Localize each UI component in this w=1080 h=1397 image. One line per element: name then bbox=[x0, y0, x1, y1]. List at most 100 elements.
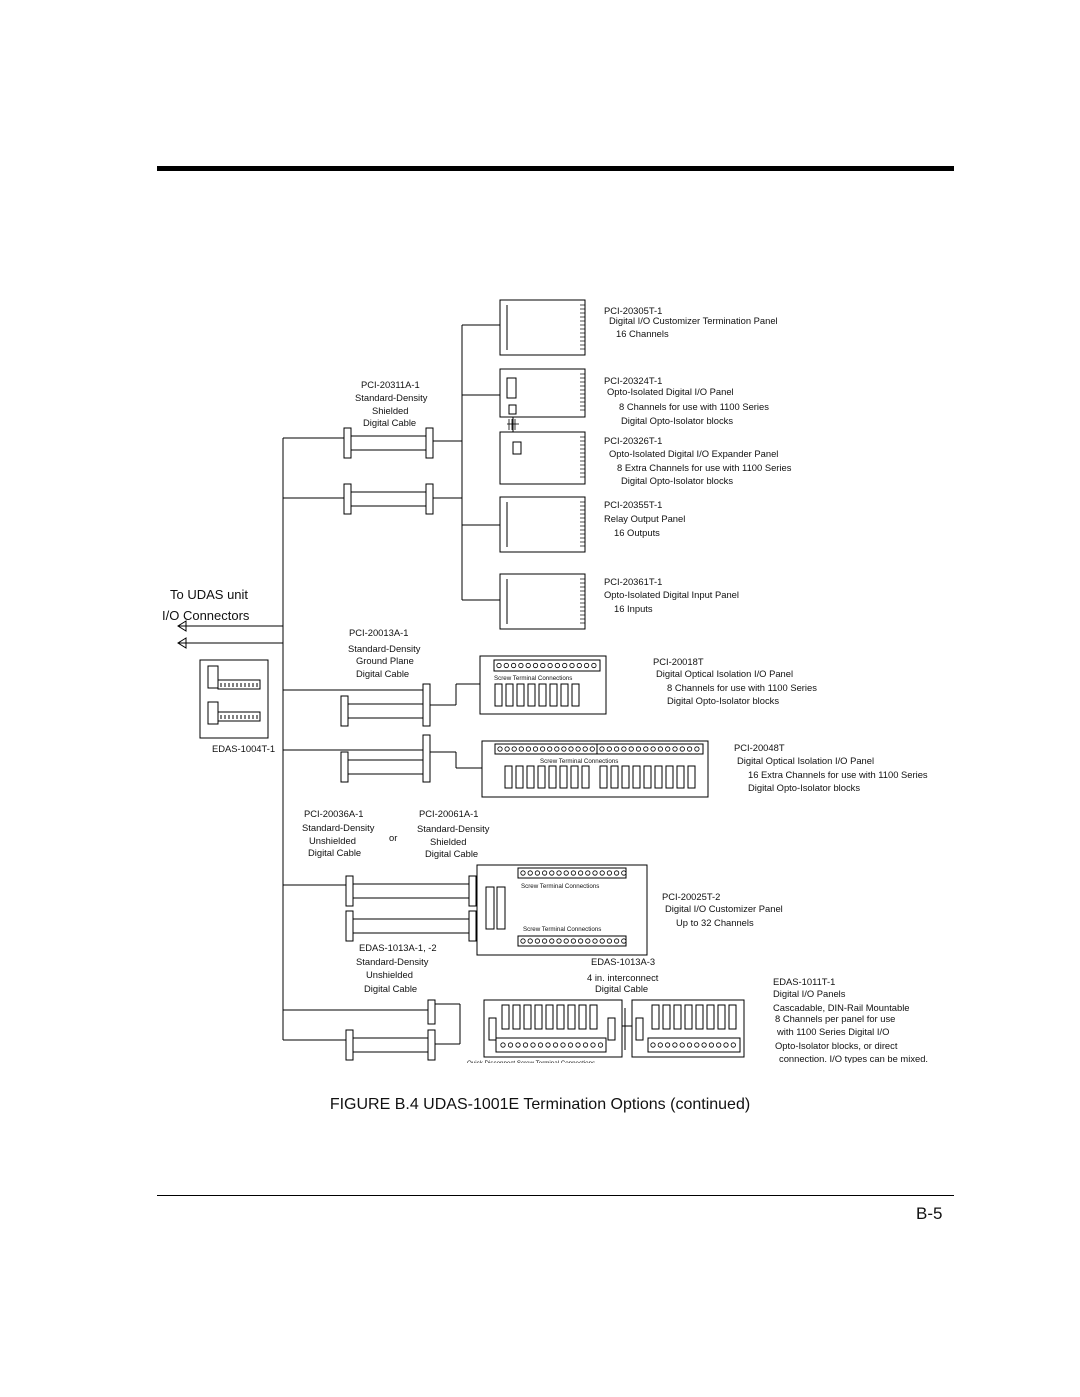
source-label-line-2: I/O Connectors bbox=[162, 608, 250, 623]
cable-20311-line-4: Digital Cable bbox=[363, 417, 416, 428]
cable-20036-line-3: Unshielded bbox=[309, 835, 356, 846]
cable-20311-label: PCI-20311A-1 Standard-Density Shielded D… bbox=[355, 379, 428, 428]
cable-20036 bbox=[340, 734, 431, 783]
cable-20311-line-3: Shielded bbox=[372, 405, 409, 416]
panel-20018-line-1: PCI-20018T bbox=[653, 656, 704, 667]
panel-20305-line-2: Digital I/O Customizer Termination Panel bbox=[609, 315, 778, 326]
panel-20305-label: PCI-20305T-1 Digital I/O Customizer Term… bbox=[604, 305, 778, 339]
cable-edas-1013-c bbox=[345, 1029, 436, 1061]
panel-20361-line-1: PCI-20361T-1 bbox=[604, 576, 662, 587]
panel-20048-label: PCI-20048T Digital Optical Isolation I/O… bbox=[734, 742, 928, 793]
panel-20355-line-2: Relay Output Panel bbox=[604, 513, 685, 524]
cable-edas-1013-12-line-2: Standard-Density bbox=[356, 956, 429, 967]
cable-edas-1013-3-label: EDAS-1013A-3 4 in. interconnect Digital … bbox=[587, 956, 659, 994]
panel-20324-line-2: Opto-Isolated Digital I/O Panel bbox=[607, 386, 734, 397]
panel-20048-screw-label: Screw Terminal Connections bbox=[540, 758, 618, 765]
or-label: or bbox=[389, 832, 397, 843]
panel-20025-device: Screw Terminal Connections Screw Termina… bbox=[476, 864, 648, 956]
edas-1004t-label: EDAS-1004T-1 bbox=[212, 743, 275, 754]
cable-20311-line-1: PCI-20311A-1 bbox=[361, 379, 420, 390]
panel-20025-line-3: Up to 32 Channels bbox=[676, 917, 754, 928]
cable-20061-line-3: Shielded bbox=[430, 836, 467, 847]
cable-20013-line-4: Digital Cable bbox=[356, 668, 409, 679]
cable-20061-label: PCI-20061A-1 Standard-Density Shielded D… bbox=[417, 808, 490, 859]
panel-20361-label: PCI-20361T-1 Opto-Isolated Digital Input… bbox=[604, 576, 739, 614]
panel-20355-line-1: PCI-20355T-1 bbox=[604, 499, 662, 510]
cable-edas-1013-b bbox=[345, 910, 477, 942]
cable-edas-1013-12-line-3: Unshielded bbox=[366, 969, 413, 980]
panel-20355-device bbox=[499, 496, 586, 553]
panel-edas-1011-device-b bbox=[631, 999, 745, 1058]
panel-20361-line-2: Opto-Isolated Digital Input Panel bbox=[604, 589, 739, 600]
cable-edas-1013-3-line-1: EDAS-1013A-3 bbox=[591, 956, 655, 967]
panel-1011-line-2: Digital I/O Panels bbox=[773, 988, 846, 999]
panel-20326-line-3: 8 Extra Channels for use with 1100 Serie… bbox=[617, 462, 792, 473]
panel-20305-device bbox=[499, 299, 586, 356]
panel-20018-screw-label: Screw Terminal Connections bbox=[494, 675, 572, 682]
panel-20025-line-2: Digital I/O Customizer Panel bbox=[665, 903, 783, 914]
bottom-rule bbox=[157, 1195, 954, 1196]
panel-20326-line-2: Opto-Isolated Digital I/O Expander Panel bbox=[609, 448, 778, 459]
cable-20036-line-2: Standard-Density bbox=[302, 822, 375, 833]
panel-1011-line-7: connection. I/O types can be mixed. bbox=[779, 1053, 928, 1064]
panel-edas-1011-label: EDAS-1011T-1 Digital I/O Panels Cascadab… bbox=[773, 976, 928, 1064]
cable-20061-line-2: Standard-Density bbox=[417, 823, 490, 834]
panel-20048-line-2: Digital Optical Isolation I/O Panel bbox=[737, 755, 874, 766]
panel-20025-screw-label-bottom: Screw Terminal Connections bbox=[523, 926, 601, 933]
panel-20048-line-4: Digital Opto-Isolator blocks bbox=[748, 782, 860, 793]
panel-20048-line-1: PCI-20048T bbox=[734, 742, 785, 753]
panel-20025-line-1: PCI-20025T-2 bbox=[662, 891, 720, 902]
cable-edas-1013-12-line-1: EDAS-1013A-1, -2 bbox=[359, 942, 437, 953]
cable-20061-line-4: Digital Cable bbox=[425, 848, 478, 859]
panel-edas-1011-device-a bbox=[483, 999, 623, 1058]
panel-20305-line-3: 16 Channels bbox=[616, 328, 669, 339]
cable-edas-1013-a bbox=[345, 875, 477, 907]
edas-1004t-device: EDAS-1004T-1 bbox=[199, 659, 275, 754]
cable-20013-line-1: PCI-20013A-1 bbox=[349, 627, 408, 638]
panel-20326-label: PCI-20326T-1 Opto-Isolated Digital I/O E… bbox=[604, 435, 792, 486]
panel-20048-line-3: 16 Extra Channels for use with 1100 Seri… bbox=[748, 769, 928, 780]
panel-20355-label: PCI-20355T-1 Relay Output Panel 16 Outpu… bbox=[604, 499, 685, 538]
cable-20013-line-3: Ground Plane bbox=[356, 655, 414, 666]
bus-lines bbox=[177, 437, 435, 1041]
panel-20324-line-4: Digital Opto-Isolator blocks bbox=[621, 415, 733, 426]
panel-20326-line-4: Digital Opto-Isolator blocks bbox=[621, 475, 733, 486]
cable-20036-line-1: PCI-20036A-1 bbox=[304, 808, 363, 819]
panel-20018-device: Screw Terminal Connections bbox=[479, 655, 607, 715]
cable-20036-label: PCI-20036A-1 Standard-Density Unshielded… bbox=[302, 808, 375, 858]
cable-edas-1013-12-line-4: Digital Cable bbox=[364, 983, 417, 994]
page-number: B-5 bbox=[916, 1204, 943, 1223]
cable-edas-1013-3-line-3: Digital Cable bbox=[595, 983, 648, 994]
panel-20018-label: PCI-20018T Digital Optical Isolation I/O… bbox=[653, 656, 817, 706]
cable-edas-1013-3-line-2: 4 in. interconnect bbox=[587, 972, 659, 983]
panel-20018-line-2: Digital Optical Isolation I/O Panel bbox=[656, 668, 793, 679]
cable-20311-b bbox=[343, 483, 434, 515]
panel-20048-device: Screw Terminal Connections bbox=[481, 740, 709, 798]
cable-20013-label: PCI-20013A-1 Standard-Density Ground Pla… bbox=[348, 627, 421, 679]
cable-20311 bbox=[343, 427, 434, 459]
source-label-line-1: To UDAS unit bbox=[170, 587, 248, 602]
source-label: To UDAS unit I/O Connectors bbox=[162, 587, 250, 623]
cable-20036-line-4: Digital Cable bbox=[308, 847, 361, 858]
panel-1011-line-3: Cascadable, DIN-Rail Mountable bbox=[773, 1002, 910, 1013]
panel-1011-line-5: with 1100 Series Digital I/O bbox=[776, 1026, 889, 1037]
panel-20361-device bbox=[499, 573, 586, 630]
cable-edas-1013-d bbox=[427, 999, 461, 1045]
panel-20018-line-4: Digital Opto-Isolator blocks bbox=[667, 695, 779, 706]
cable-20311-line-2: Standard-Density bbox=[355, 392, 428, 403]
panel-20355-line-3: 16 Outputs bbox=[614, 527, 660, 538]
panel-branch-lines bbox=[430, 324, 514, 769]
panel-20361-line-3: 16 Inputs bbox=[614, 603, 653, 614]
cable-edas-1013-12-label: EDAS-1013A-1, -2 Standard-Density Unshie… bbox=[356, 942, 437, 994]
panel-1011-line-4: 8 Channels per panel for use bbox=[775, 1013, 895, 1024]
panel-20305-line-1: PCI-20305T-1 bbox=[604, 305, 662, 316]
panel-20324-line-1: PCI-20324T-1 bbox=[604, 375, 662, 386]
panel-20326-device bbox=[499, 431, 586, 485]
panel-20324-label: PCI-20324T-1 Opto-Isolated Digital I/O P… bbox=[604, 375, 769, 426]
panel-20324-line-3: 8 Channels for use with 1100 Series bbox=[619, 401, 769, 412]
panel-20326-line-1: PCI-20326T-1 bbox=[604, 435, 662, 446]
cable-20013-line-2: Standard-Density bbox=[348, 643, 421, 654]
panel-1011-line-6: Opto-Isolator blocks, or direct bbox=[775, 1040, 898, 1051]
panel-1011-line-1: EDAS-1011T-1 bbox=[773, 976, 835, 987]
